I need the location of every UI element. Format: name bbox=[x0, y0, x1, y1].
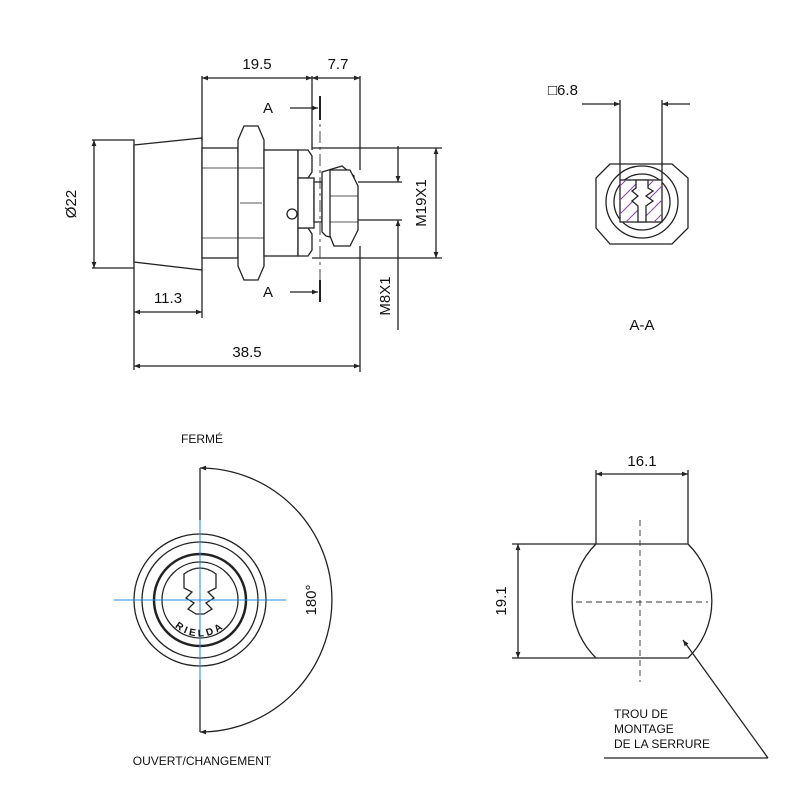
label-closed: FERMÉ bbox=[181, 431, 223, 446]
mounting-hole-view: 16.1 19.1 TROU DE MONTAGE DE LA SERRURE bbox=[493, 453, 769, 759]
dimension-total-length: 38.5 bbox=[232, 344, 261, 361]
pin-hole bbox=[286, 208, 298, 220]
mounting-label-line3: DE LA SERRURE bbox=[614, 737, 710, 751]
dimension-thread-rear: M8X1 bbox=[377, 276, 394, 315]
dimension-diameter: Ø22 bbox=[63, 190, 80, 218]
section-title: A-A bbox=[629, 317, 654, 334]
side-view: A A 19.5 7.7 Ø22 11.3 38.5 M19X1 M8X1 bbox=[63, 56, 442, 372]
dimension-square: □6.8 bbox=[548, 82, 578, 99]
dimension-cutout-width: 16.1 bbox=[627, 453, 656, 470]
lower-flat bbox=[297, 227, 313, 257]
threaded-body bbox=[263, 149, 299, 257]
rear-nut bbox=[329, 169, 359, 247]
front-view: FERMÉ 180° OUVERT/CHANGEMENT RIELDA bbox=[114, 431, 333, 768]
dimension-rotation: 180° bbox=[303, 584, 320, 615]
section-label-top: A bbox=[263, 100, 273, 117]
dimension-head-length: 11.3 bbox=[154, 290, 182, 307]
shaft bbox=[313, 181, 323, 223]
diameter-extension-lines bbox=[92, 139, 135, 269]
mounting-label-line2: MONTAGE bbox=[614, 722, 674, 736]
dimension-thread-body: M19X1 bbox=[413, 179, 430, 227]
lock-head bbox=[133, 137, 203, 271]
dimension-cutout-height: 19.1 bbox=[493, 586, 510, 615]
dimension-length-front: 19.5 bbox=[242, 56, 271, 73]
mounting-hole-outline bbox=[571, 543, 713, 659]
mounting-label-line1: TROU DE bbox=[614, 707, 668, 721]
upper-flat bbox=[297, 149, 313, 179]
dimension-length-rear: 7.7 bbox=[328, 56, 349, 73]
lock-body bbox=[201, 147, 239, 259]
section-label-bottom: A bbox=[263, 284, 273, 301]
rotation-arc bbox=[199, 465, 333, 735]
section-view: □6.8 A-A bbox=[548, 82, 690, 334]
key-slot bbox=[630, 179, 655, 223]
mounting-leader-line bbox=[682, 639, 769, 759]
label-open: OUVERT/CHANGEMENT bbox=[133, 754, 272, 768]
